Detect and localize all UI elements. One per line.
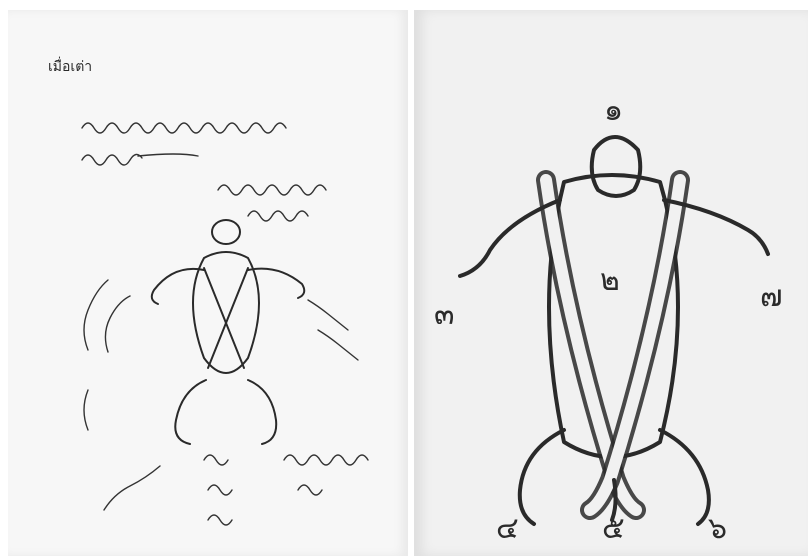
hind-left-leg [520,430,564,524]
numeral-6: ๖ [708,514,727,544]
numeral-5: ๕ [602,514,625,544]
numeral-2: ๒ [600,266,620,296]
numeral-3: ๓ [434,300,455,330]
turtle-head [592,137,641,196]
right-page: ๑ ๒ ๓ ๗ ๔ ๕ ๖ [414,10,808,556]
numeral-7: ๗ [760,282,783,312]
numeral-4: ๔ [496,514,519,544]
turtle-figure-large [460,137,768,524]
handwritten-diagram [8,10,408,556]
numeral-1: ๑ [604,96,623,126]
hind-right-leg [660,430,709,524]
left-page: เมื่อเต่า [8,10,408,556]
turtle-figure-small [152,220,305,444]
